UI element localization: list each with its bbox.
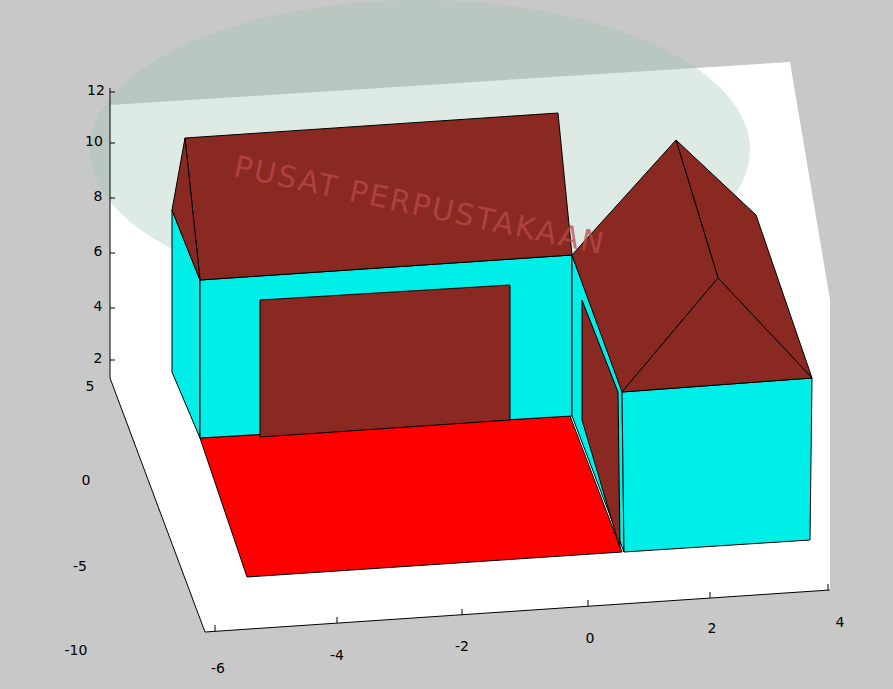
tick-label: -4 [330,647,344,663]
tick-label: 8 [94,188,103,204]
tick-label: 4 [94,298,103,314]
tick-label: 2 [708,620,717,636]
tick-label: -5 [73,558,87,574]
axis-lines [110,88,830,632]
tick-label: 5 [86,378,95,394]
house [172,113,812,577]
tick-label: 6 [94,243,103,259]
tick-label: 4 [836,614,845,630]
tick-label: -10 [65,642,88,658]
tick-label: 0 [82,472,91,488]
tick-label: -2 [455,638,469,654]
tick-label: 12 [87,82,105,98]
tick-label: -6 [211,660,225,676]
tick-label: 10 [85,133,103,149]
tick-label: 2 [94,350,103,366]
tick-label: 0 [586,630,595,646]
